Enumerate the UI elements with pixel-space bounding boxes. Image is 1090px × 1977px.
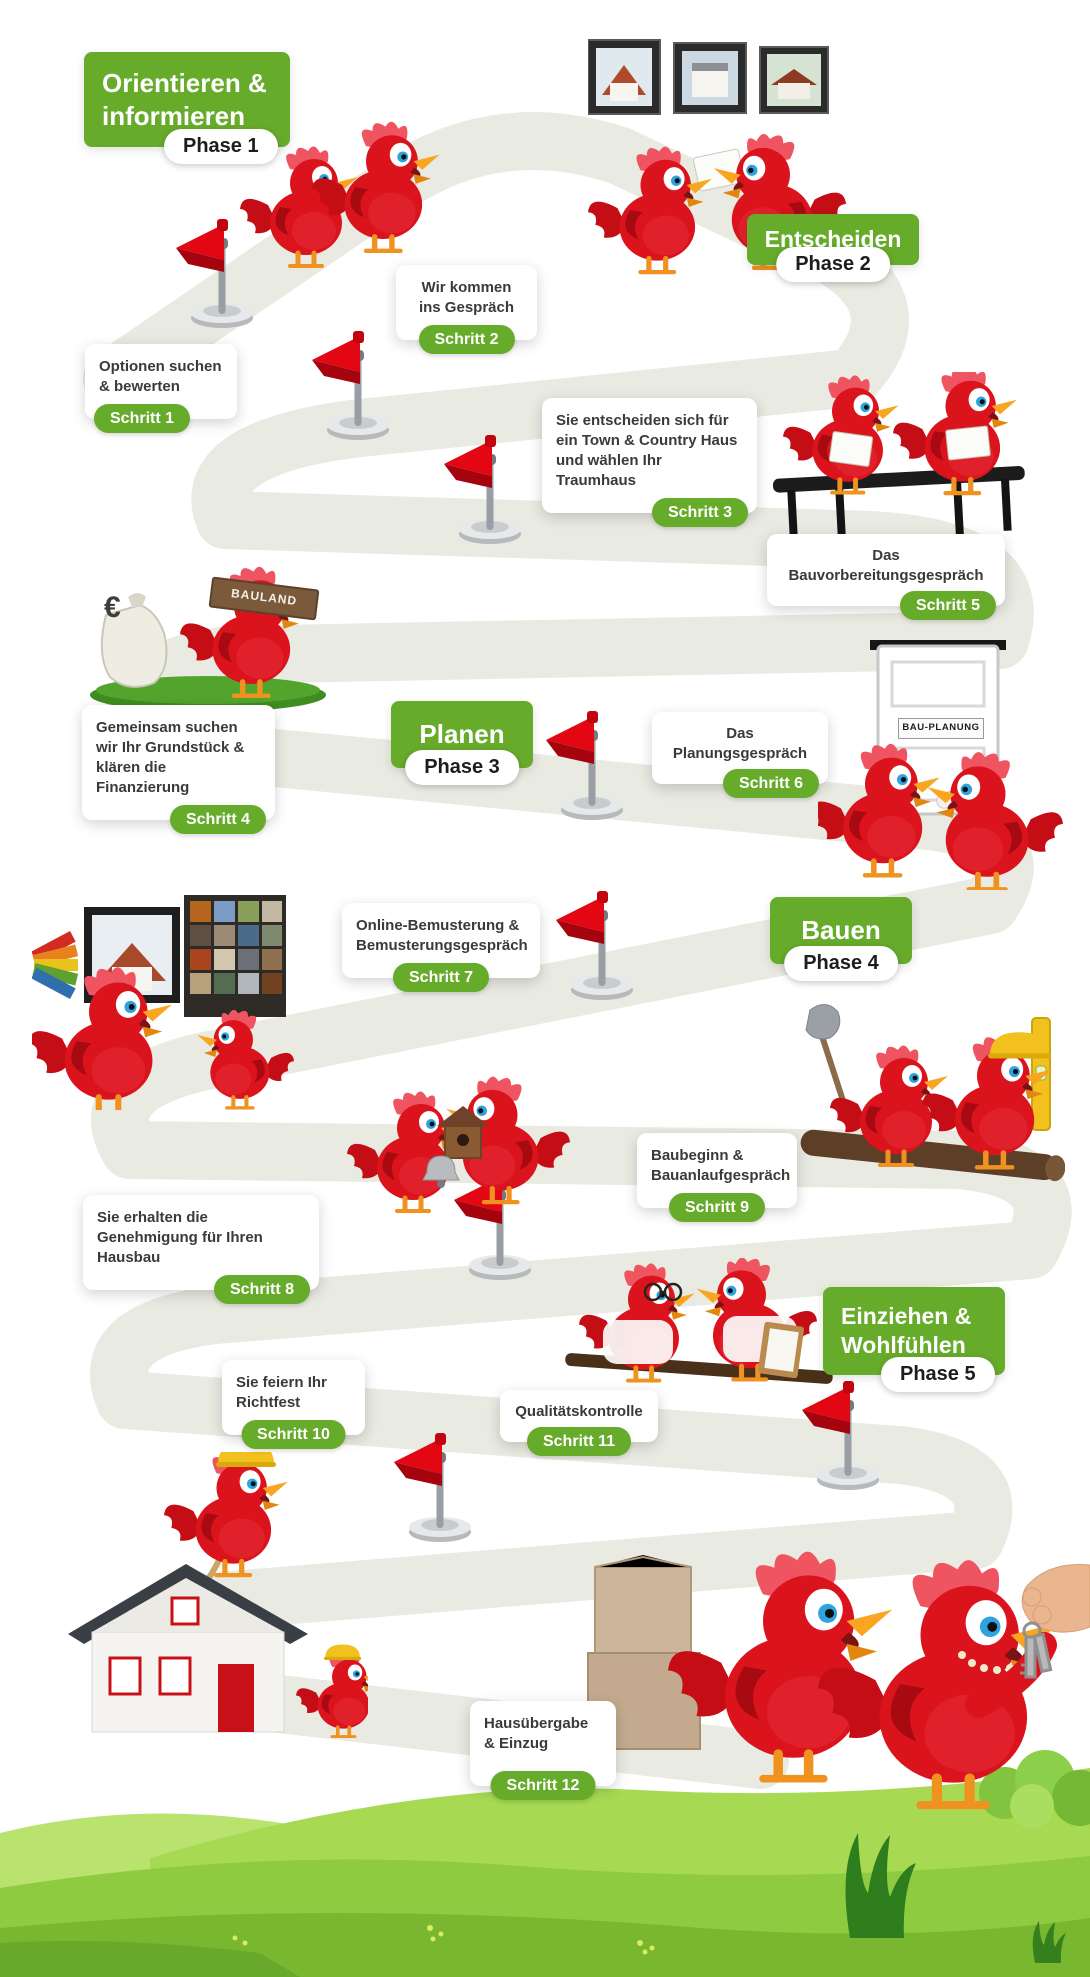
scene-inspector-birds <box>565 1258 835 1403</box>
flag-marker-icon <box>556 891 633 1000</box>
step-box-6: Das Planungsgespräch Schritt 6 <box>652 712 828 798</box>
step-badge: Schritt 9 <box>668 1192 766 1222</box>
phase-title: Planen <box>419 719 505 749</box>
step-badge: Schritt 3 <box>651 497 748 527</box>
step-box-7: Online-Bemusterung & Bemusterungsgespräc… <box>342 903 540 992</box>
step-box-1: Optionen suchen & bewerten Schritt 1 <box>85 344 237 433</box>
phase-box-2: Entscheiden Phase 2 <box>747 214 919 282</box>
bell-icon <box>422 1155 460 1188</box>
step-box-4: Gemeinsam suchen wir Ihr Grundstück & kl… <box>82 705 275 834</box>
color-fan-icon <box>32 931 79 999</box>
phase-badge: Phase 1 <box>164 129 278 164</box>
step-text: Baubeginn & Bauanlaufgespräch <box>651 1147 791 1184</box>
step-text: Sie feiern Ihr Richtfest <box>236 1374 327 1411</box>
step-badge: Schritt 7 <box>392 962 490 992</box>
picture-frame-icon <box>759 46 829 114</box>
flag-marker-icon <box>312 331 389 440</box>
step-text: Online-Bemusterung & Bemusterungsgespräc… <box>356 917 528 954</box>
magazine-icon <box>945 425 991 461</box>
scene-bauplanung-door: BAU-PLANUNG <box>818 640 1063 890</box>
phase-badge: Phase 5 <box>881 1356 995 1392</box>
magazine-icon <box>828 431 874 467</box>
step-text: Hausübergabe & Einzug <box>484 1715 589 1752</box>
scene-handover <box>580 1535 1090 1835</box>
phase-box-4: Bauen Phase 4 <box>770 897 912 981</box>
grass-tuft-icon <box>845 1833 916 1938</box>
scene-richtfest-house <box>68 1452 368 1752</box>
phase-badge: Phase 3 <box>405 749 519 785</box>
picture-frame-icon <box>588 39 661 115</box>
step-badge: Schritt 8 <box>213 1274 310 1304</box>
scene-bench-birds <box>765 372 1060 552</box>
step-text: Wir kommen ins Gespräch <box>418 279 515 316</box>
step-badge: Schritt 10 <box>241 1419 346 1449</box>
clipboard-icon <box>757 1321 805 1379</box>
step-box-2: Wir kommen ins Gespräch Schritt 2 <box>396 265 537 354</box>
step-badge: Schritt 11 <box>526 1426 632 1456</box>
scene-bemusterung <box>32 895 297 1110</box>
flag-marker-icon <box>546 711 623 820</box>
bau-planung-sign: BAU-PLANUNG <box>898 718 984 739</box>
step-box-8: Sie erhalten die Genehmigung für Ihren H… <box>83 1195 319 1304</box>
tile-sample-board-icon <box>184 895 286 1017</box>
step-badge: Schritt 6 <box>722 768 819 798</box>
step-box-12: Hausübergabe & Einzug Schritt 12 <box>470 1701 616 1800</box>
step-text: Qualitätskontrolle <box>515 1403 643 1420</box>
step-badge: Schritt 4 <box>169 804 266 834</box>
lab-coat-icon <box>603 1320 673 1364</box>
grass-landscape <box>0 1750 1090 1977</box>
phase-title: Bauen <box>801 915 881 945</box>
picture-frame-icon <box>673 42 747 114</box>
step-box-10: Sie feiern Ihr Richtfest Schritt 10 <box>222 1360 365 1449</box>
house-icon <box>68 1564 308 1733</box>
phase-badge: Phase 2 <box>776 246 890 282</box>
money-bag-icon <box>100 593 168 688</box>
step-badge: Schritt 2 <box>418 324 515 354</box>
flag-marker-icon <box>394 1433 471 1542</box>
step-text: Das Bauvorbereitungsgespräch <box>788 547 984 584</box>
phase-box-3: Planen Phase 3 <box>391 701 533 785</box>
shovel-icon <box>805 1004 850 1113</box>
flag-marker-icon <box>444 435 521 544</box>
euro-symbol: € <box>104 591 121 624</box>
keys-icon <box>1020 1621 1053 1679</box>
step-box-5: Das Bauvorbereitungsgespräch Schritt 5 <box>767 534 1005 620</box>
step-text: Das Planungsgespräch <box>672 725 808 762</box>
step-text: Gemeinsam suchen wir Ihr Grundstück & kl… <box>96 719 245 796</box>
phase-title: Orientieren & informieren <box>102 68 267 131</box>
step-badge: Schritt 1 <box>94 403 191 433</box>
step-badge: Schritt 5 <box>899 590 996 620</box>
scene-builder-birds <box>800 990 1065 1195</box>
phase-title: Einziehen & Wohlfühlen <box>841 1303 972 1358</box>
scene-birdhouse-birds <box>345 1068 570 1223</box>
step-badge: Schritt 12 <box>490 1770 596 1800</box>
scene-grundstueck: BAULAND € <box>88 545 343 715</box>
step-box-11: Qualitätskontrolle Schritt 11 <box>500 1390 658 1456</box>
step-text: Optionen suchen & bewerten <box>99 358 222 395</box>
phase-badge: Phase 4 <box>784 945 898 981</box>
hand-with-keys-icon <box>1020 1563 1090 1679</box>
step-text: Sie erhalten die Genehmigung für Ihren H… <box>97 1209 263 1266</box>
bush-right-icon <box>979 1750 1090 1828</box>
step-box-9: Baubeginn & Bauanlaufgespräch Schritt 9 <box>637 1133 797 1222</box>
phase-box-5: Einziehen & Wohlfühlen Phase 5 <box>823 1287 1005 1392</box>
birdhouse-icon <box>437 1106 489 1159</box>
scene-house-gallery <box>588 35 848 285</box>
step-box-3: Sie entscheiden sich für ein Town & Coun… <box>542 398 757 527</box>
phase-box-1: Orientieren & informieren Phase 1 <box>84 52 290 164</box>
glasses-icon <box>643 1282 683 1302</box>
grass-tuft-small-icon <box>1032 1921 1066 1963</box>
step-text: Sie entscheiden sich für ein Town & Coun… <box>556 412 738 489</box>
